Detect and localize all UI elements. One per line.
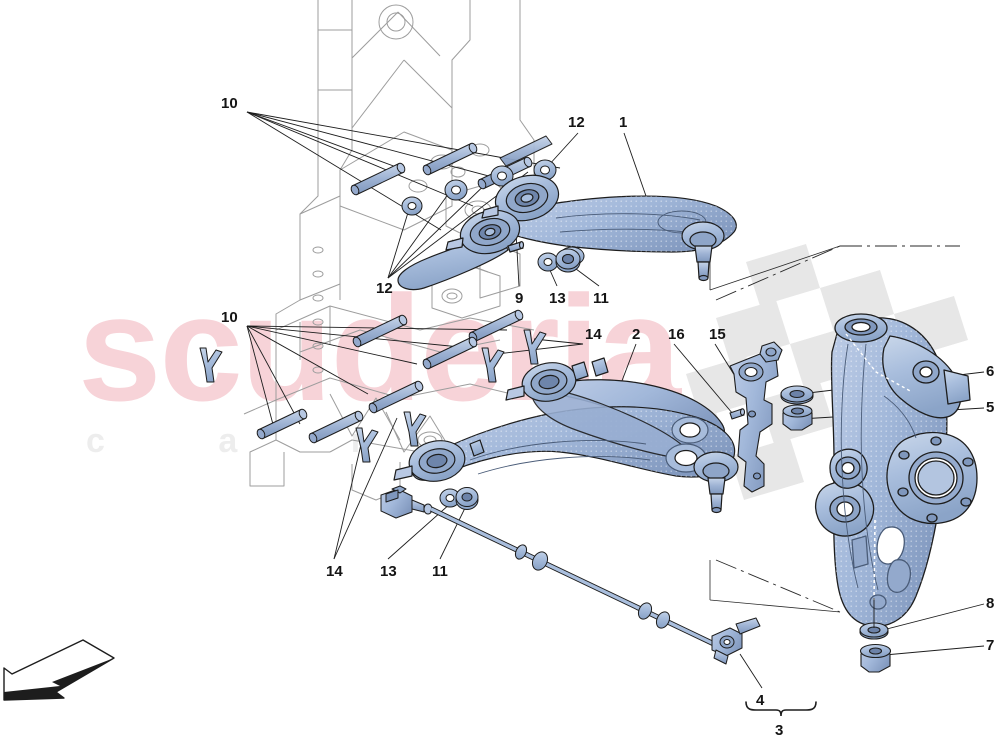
group-bracket-3 — [745, 701, 817, 717]
callout-number-10: 10 — [221, 95, 238, 112]
leader-line — [623, 132, 647, 197]
leader-line — [673, 343, 734, 415]
callout-number-13: 13 — [380, 563, 397, 580]
lower-joint-hardware — [859, 598, 892, 673]
retaining-clip-group — [199, 329, 547, 463]
leader-line — [515, 231, 520, 287]
washer-12-group — [401, 159, 557, 216]
leader-line — [619, 343, 637, 387]
callout-number-9: 9 — [515, 290, 524, 307]
leader-line — [246, 111, 400, 169]
callout-number-11: 11 — [593, 290, 609, 307]
leader-line — [387, 205, 411, 279]
leader-line — [246, 325, 369, 395]
callout-number-16: 16 — [668, 326, 685, 343]
callout-number-1: 1 — [619, 114, 628, 131]
callout-number-5: 5 — [986, 399, 995, 416]
leader-line — [878, 603, 985, 632]
lower-control-arm — [393, 357, 739, 514]
leader-line — [246, 325, 301, 425]
sensor-bracket — [729, 341, 783, 493]
callout-number-12: 12 — [376, 280, 393, 297]
callout-number-13: 13 — [549, 290, 566, 307]
leader-line — [333, 417, 398, 560]
pivot-bolt-group — [256, 135, 553, 444]
upper-control-arm — [397, 174, 737, 291]
leader-line — [387, 185, 455, 279]
callout-number-14: 14 — [326, 563, 343, 580]
leader-line — [739, 653, 763, 689]
leader-line — [884, 645, 985, 656]
callout-number-12: 12 — [568, 114, 585, 131]
callout-number-11: 11 — [432, 563, 448, 580]
callout-number-10: 10 — [221, 309, 238, 326]
callout-number-15: 15 — [709, 326, 726, 343]
callout-number-8: 8 — [986, 595, 995, 612]
upper-arm-washer-bush — [537, 246, 585, 273]
callout-number-7: 7 — [986, 637, 995, 654]
leader-line — [333, 435, 364, 560]
callout-number-2: 2 — [632, 326, 641, 343]
leader-line — [246, 111, 520, 185]
height-sensor-assembly — [380, 485, 761, 665]
callout-number-3: 3 — [775, 722, 784, 739]
lower-arm-washer-bush — [439, 487, 479, 510]
leader-line — [439, 505, 467, 560]
callout-number-14: 14 — [585, 326, 602, 343]
callout-number-4: 4 — [756, 692, 765, 709]
upper-joint-hardware — [780, 385, 814, 431]
leader-line — [246, 111, 474, 207]
leader-line — [387, 174, 496, 279]
leader-line — [547, 132, 579, 167]
forward-direction-arrow — [3, 639, 115, 701]
leader-line — [246, 325, 276, 433]
callout-number-6: 6 — [986, 363, 995, 380]
steering-knuckle-upright — [815, 313, 978, 627]
assembly-axis-lines — [715, 245, 960, 613]
leader-line — [246, 325, 418, 365]
leader-line — [496, 343, 584, 355]
